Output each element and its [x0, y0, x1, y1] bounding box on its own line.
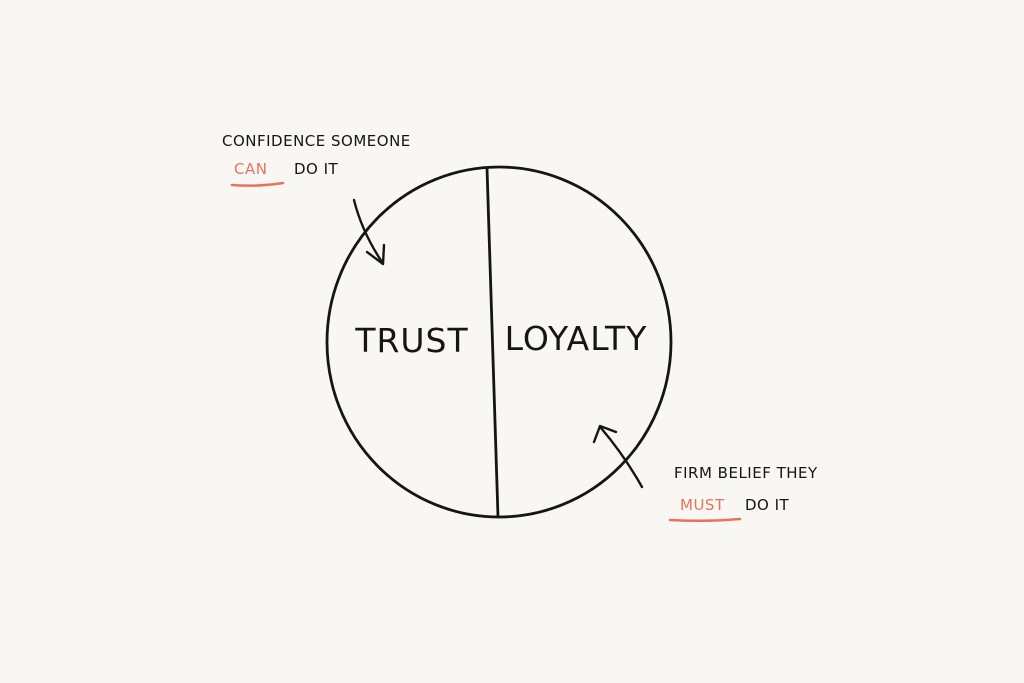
trust-label: TRUST	[354, 321, 468, 360]
divider-line	[485, 166, 500, 519]
loyalty-label: LOYALTY	[505, 319, 648, 358]
top-annotation-emphasis: CAN	[234, 160, 267, 178]
top-annotation-rest: DO IT	[294, 160, 339, 178]
curved-arrow-down-icon	[352, 198, 386, 266]
bottom-emphasis-underline	[668, 517, 742, 523]
bottom-annotation-rest: DO IT	[745, 496, 790, 514]
top-annotation-line1: CONFIDENCE SOMEONE	[222, 132, 411, 150]
curved-arrow-up-icon	[592, 424, 644, 489]
bottom-annotation-emphasis: MUST	[680, 496, 725, 514]
top-emphasis-underline	[230, 181, 285, 187]
bottom-annotation-line1: FIRM BELIEF THEY	[674, 464, 818, 482]
